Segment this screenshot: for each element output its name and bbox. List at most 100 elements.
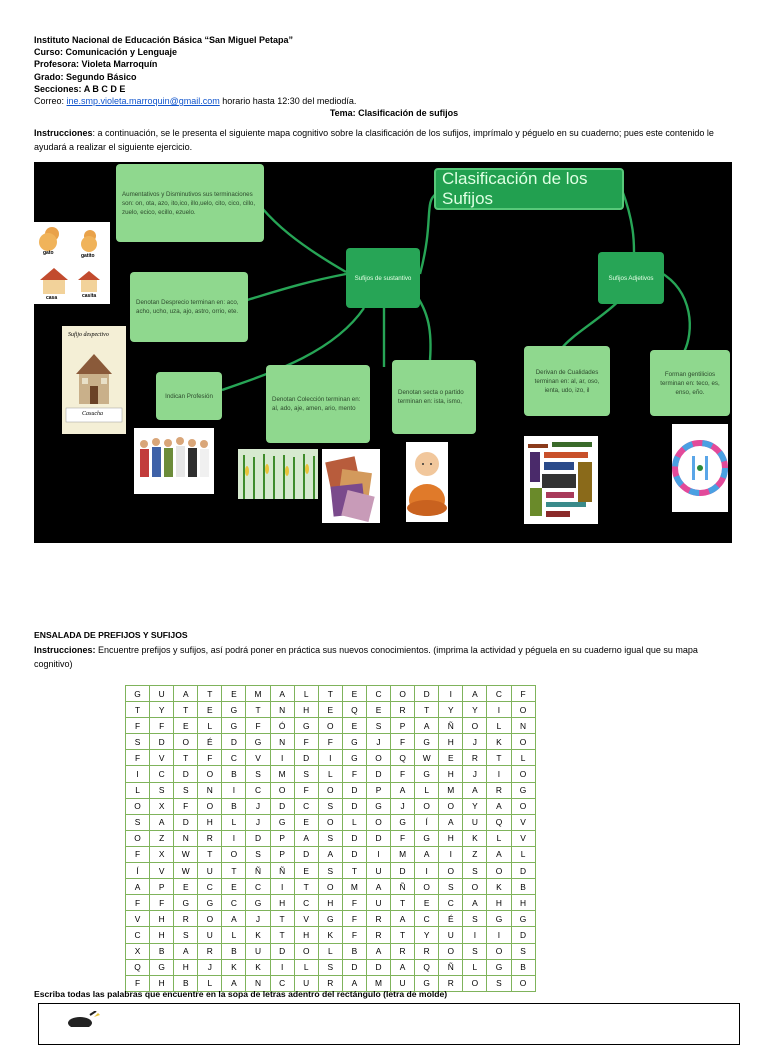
grid-cell: B [510,958,536,976]
gentilicios-node: Forman gentilicios terminan en: teco, es… [650,350,730,416]
grid-cell: I [221,781,247,799]
grid-cell: N [197,781,223,799]
write-words-instruction: Escriba todas las palabras que encuentre… [34,989,448,999]
grid-cell: O [124,829,151,847]
grid-cell: D [269,797,295,815]
word-search-instructions: Instrucciones: Encuentre prefijos y sufi… [34,643,734,671]
grid-cell: C [293,894,319,912]
grid-cell: G [245,733,271,751]
grid-cell: O [317,878,343,896]
grid-cell: Í [124,862,151,880]
grid-cell: T [197,845,223,864]
grid-cell: J [365,733,392,751]
sections-line: Secciones: A B C D E [34,83,126,94]
grid-cell: T [390,926,416,944]
grid-cell: A [173,942,199,960]
grid-cell: F [317,733,343,751]
grid-cell: O [462,878,488,896]
grid-cell: V [510,829,536,847]
grid-cell: T [221,862,247,880]
answer-box[interactable] [38,1003,740,1045]
grid-cell: T [173,749,199,767]
grid-cell: G [269,813,295,831]
grid-cell: X [149,845,175,864]
grid-cell: H [149,910,175,928]
grid-cell: G [221,717,247,735]
grid-cell: S [149,781,175,799]
grid-cell: S [245,845,271,864]
grid-cell: S [317,797,343,815]
grid-cell: K [317,926,343,944]
grid-cell: H [486,894,512,912]
cat-caption-1: gato [43,250,54,256]
grid-cell: C [293,797,319,815]
grid-cell: K [221,958,247,976]
grid-cell: O [510,797,536,815]
grid-cell: O [317,717,343,735]
grid-cell: D [293,845,319,864]
monk-illustration [407,452,447,516]
grid-cell: A [390,910,416,928]
grid-cell: T [414,701,440,719]
shack-illustration [65,354,123,423]
grid-cell: A [221,910,247,928]
grid-cell: F [124,845,151,864]
grid-cell: A [486,797,512,815]
grid-cell: C [414,910,440,928]
grid-cell: E [173,878,199,896]
grid-cell: R [438,974,464,992]
grid-cell: F [293,733,319,751]
grid-cell: R [197,942,223,960]
professions-image [134,428,214,494]
grid-cell: Y [414,926,440,944]
grid-cell: L [486,717,512,735]
grid-cell: H [438,829,464,847]
grid-cell: R [414,942,440,960]
grid-cell: C [197,878,223,896]
grid-cell: R [317,974,343,992]
grid-cell: D [341,958,367,976]
grid-cell: A [365,942,392,960]
grid-cell: M [341,878,367,896]
grid-cell: I [269,749,295,767]
grid-cell: Q [390,749,416,767]
grid-cell: O [510,701,536,719]
grid-cell: Ó [269,717,295,735]
grid-cell: M [390,845,416,864]
grid-cell: E [341,717,367,735]
grid-cell: M [269,765,295,783]
grid-cell: H [149,926,175,944]
grid-cell: E [221,684,247,703]
grid-cell: F [390,829,416,847]
cats-houses-image: gato gatito casa casita [34,222,110,304]
grid-cell: R [173,910,199,928]
grid-cell: R [462,749,488,767]
grid-cell: M [245,684,271,703]
grid-cell: T [197,684,223,703]
instructions-paragraph: Instrucciones: a continuación, se le pre… [34,126,734,154]
grid-cell: J [390,797,416,815]
grid-cell: A [269,684,295,703]
grid-cell: Y [438,701,464,719]
grid-cell: K [462,829,488,847]
corn-illustration [243,454,315,499]
grid-cell: D [365,765,392,783]
grid-cell: O [317,781,343,799]
topic-title: Tema: Clasificación de sufijos [329,108,459,119]
grid-cell: D [341,781,367,799]
grid-cell: O [365,749,392,767]
grid-cell: F [149,717,175,735]
grid-cell: A [390,958,416,976]
grid-cell: T [293,878,319,896]
grid-cell: X [149,797,175,815]
grid-cell: P [149,878,175,896]
grid-cell: O [390,684,416,703]
grid-cell: A [414,717,440,735]
grid-cell: L [293,684,319,703]
grid-cell: V [149,749,175,767]
email-link[interactable]: ine.smp.violeta.marroquin@gmail.com [66,96,220,107]
